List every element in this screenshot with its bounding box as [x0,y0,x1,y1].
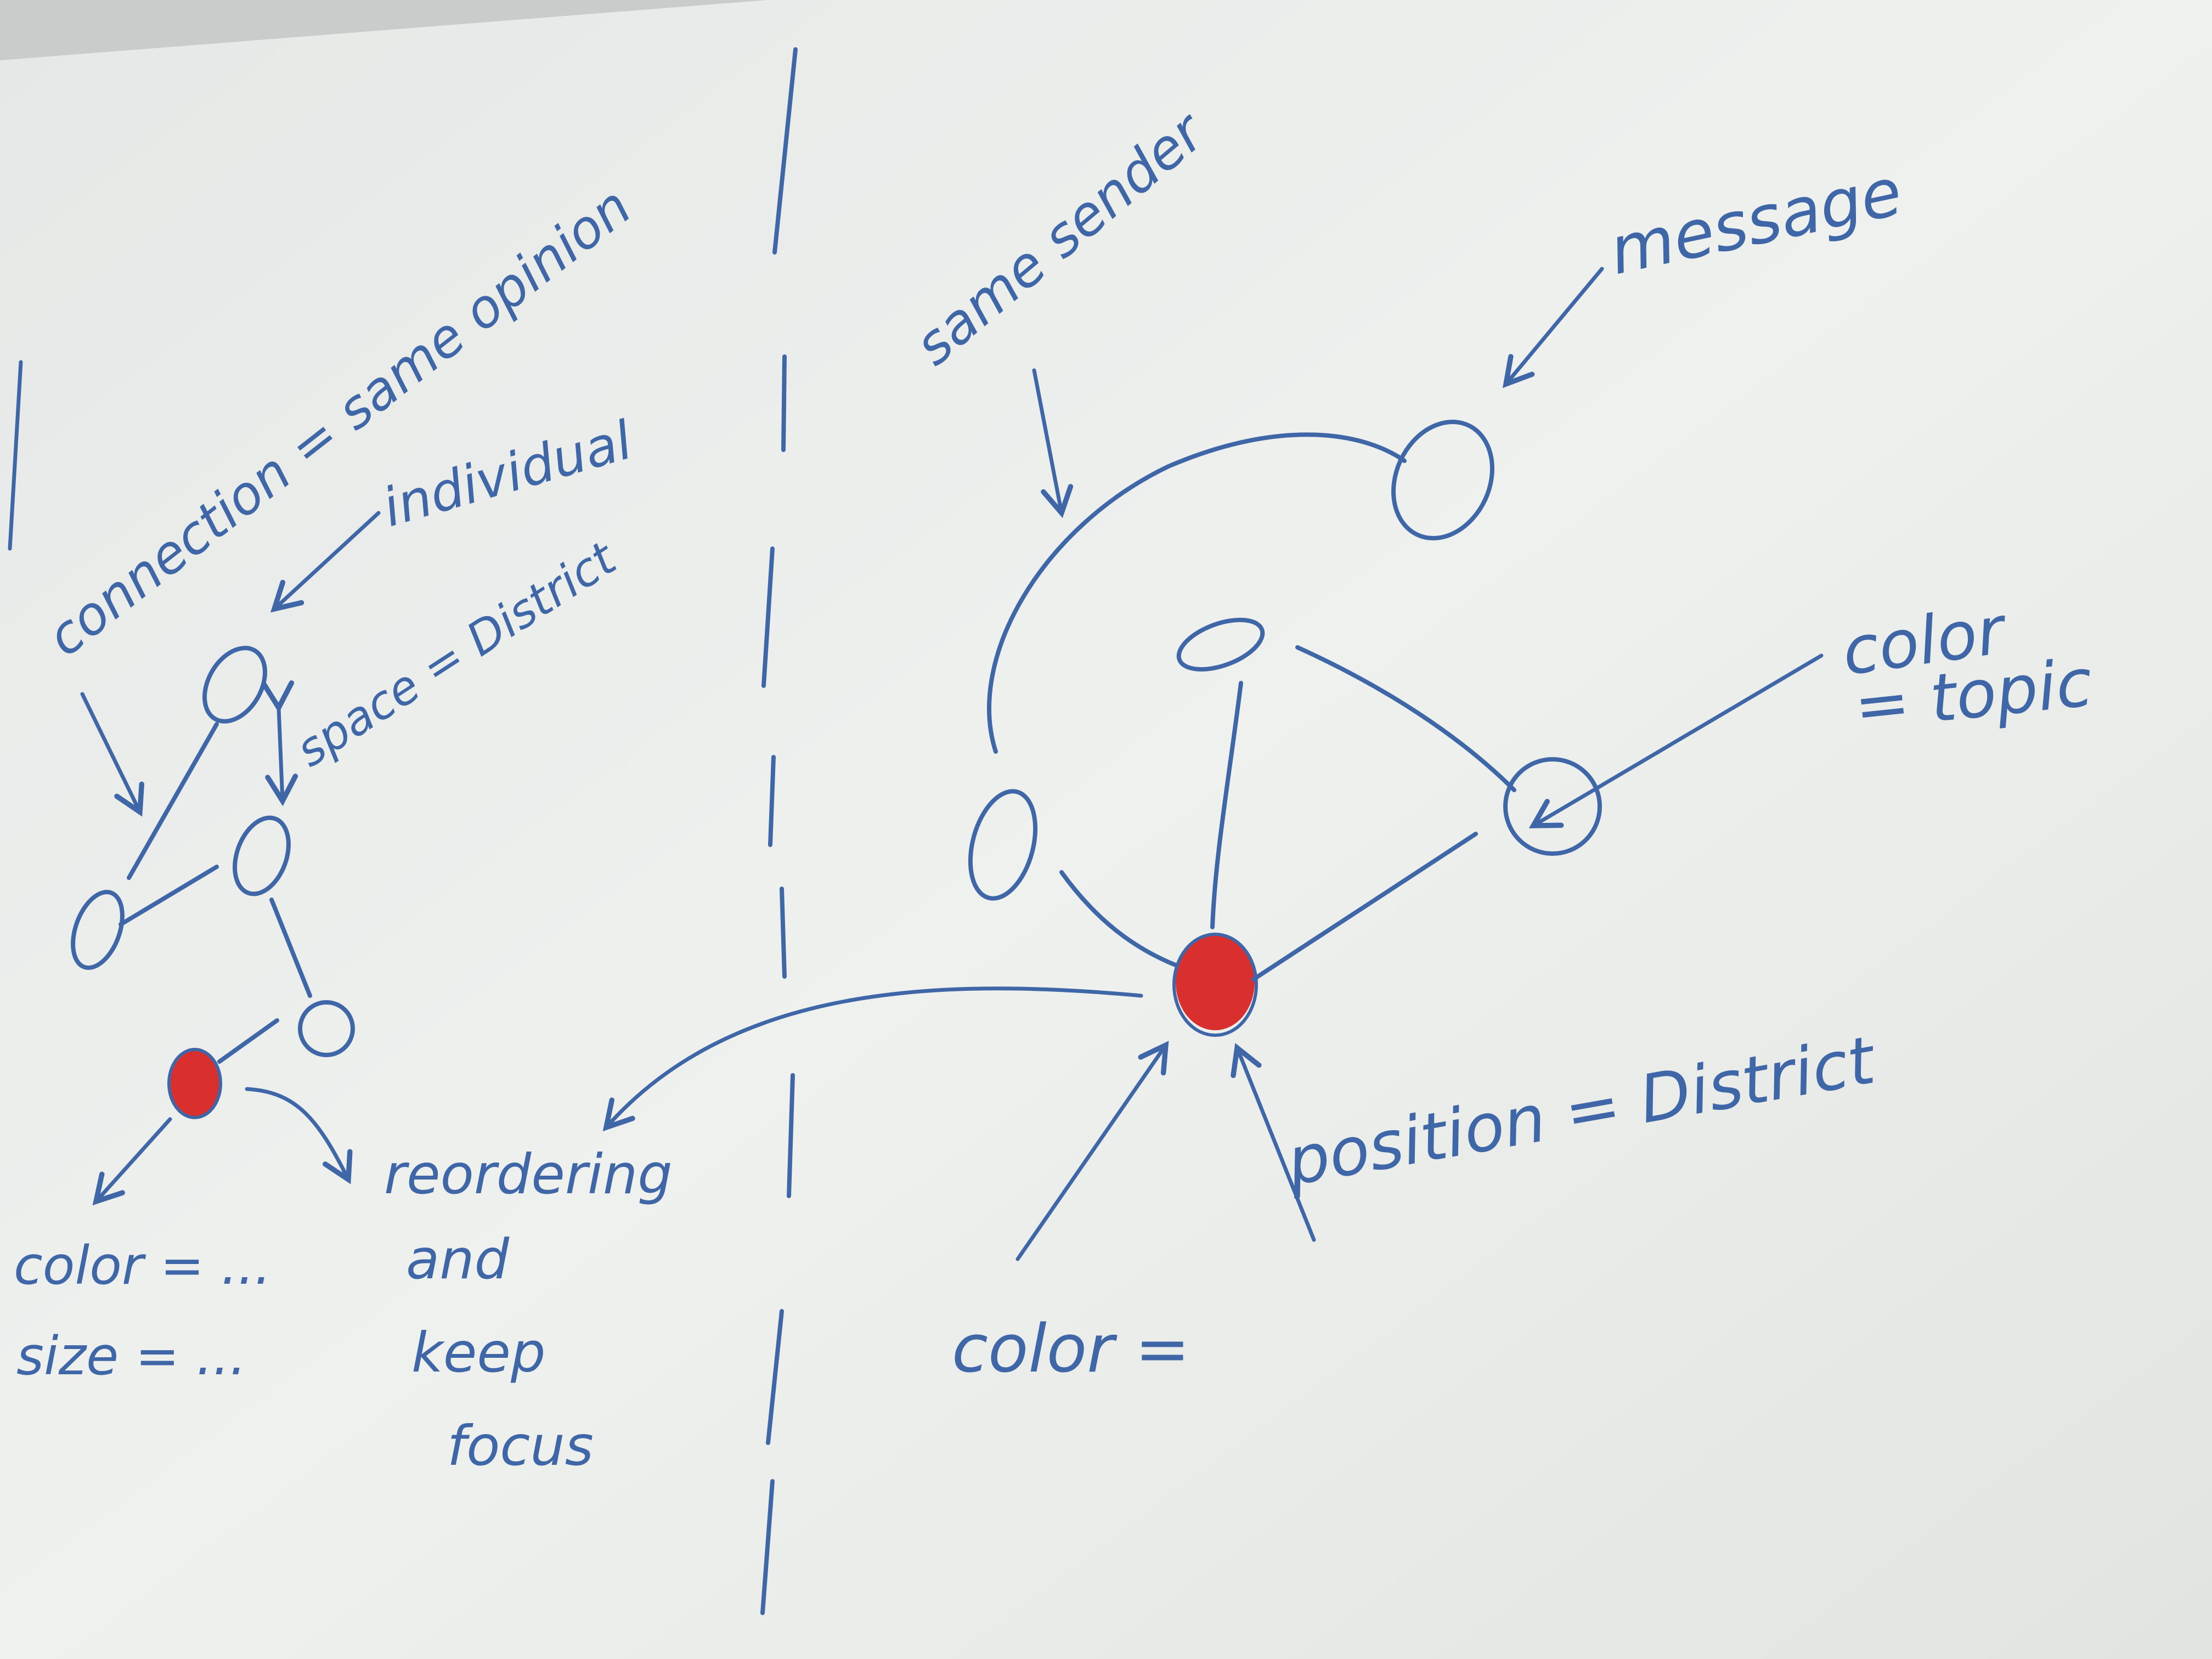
color-label-right: color = [952,1311,1190,1387]
position-arrow [1231,1043,1316,1242]
right-edge [1251,832,1478,981]
board-top-edge [0,0,768,60]
topic-arrow [1528,653,1824,828]
reordering-arrow [245,1087,353,1184]
left-edge [269,898,312,998]
reordering-label: reordering [384,1142,673,1206]
right-node-top [1176,618,1265,672]
right-edge [1295,645,1516,792]
left-edge [217,1018,279,1064]
right-edge [1210,681,1243,929]
same-sender-arrow [1032,368,1074,518]
keep-label: keep [411,1321,545,1385]
right-node-highlighted [1176,934,1255,1030]
left-node-lower-right [298,1000,355,1057]
color-size-arrow [92,1117,172,1206]
individual-arrow [270,511,381,613]
size-label-left: size = ... [16,1325,246,1387]
right-edge [1059,870,1179,968]
left-network [71,511,381,1206]
dashed-divider [760,47,798,1615]
left-node-left [71,889,125,970]
topic-node [1503,757,1602,856]
board-left-edge-line [8,360,23,551]
connection-arrow [80,692,145,817]
left-node-top [202,646,267,724]
space-double-arrow [261,680,298,806]
right-node-left [968,789,1038,901]
left-node-highlighted [170,1051,219,1116]
and-label: and [406,1227,510,1291]
color-label-left: color = ... [14,1235,271,1296]
left-edge [119,865,219,927]
same-sender-curve [987,432,1407,754]
left-node-middle [233,815,291,896]
reorder-long-arrow [602,986,1143,1132]
color-arrow [1015,1041,1169,1261]
focus-label: focus [447,1414,594,1478]
left-edge [127,722,219,880]
right-network [602,267,1824,1261]
message-arrow [1502,267,1604,388]
